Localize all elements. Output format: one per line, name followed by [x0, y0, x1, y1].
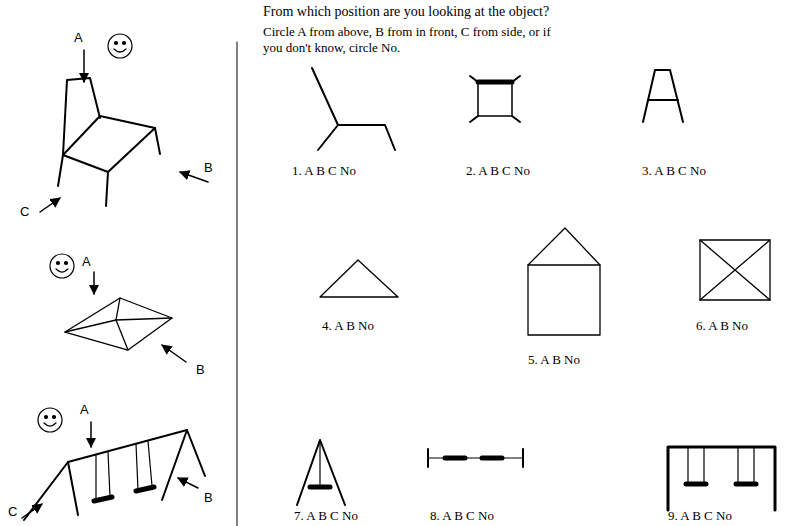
view-arrow [40, 198, 60, 212]
chair-illustration [58, 78, 160, 206]
divider-line [237, 42, 238, 526]
view-letter: B [196, 362, 205, 378]
smiley-face [50, 254, 74, 278]
answer-choices: 7. A B C No [294, 508, 358, 524]
pyramid-top-view [700, 240, 770, 300]
view-letter: C [8, 504, 17, 520]
view-arrow [93, 272, 95, 294]
worksheet-title: From which position are you looking at t… [263, 4, 549, 21]
swing-top-view [428, 449, 523, 467]
view-letter: A [80, 402, 89, 418]
chair-top-view [470, 76, 520, 122]
answer-choices: 9. A B C No [668, 508, 732, 524]
answer-choices: 1. A B C No [292, 163, 356, 179]
chair-front-view [643, 70, 683, 122]
chair-side-view [312, 68, 395, 150]
view-letter: A [74, 30, 83, 46]
view-arrow [162, 345, 186, 362]
house-view [528, 228, 600, 335]
answer-choices: 2. A B C No [466, 163, 530, 179]
view-arrow [178, 478, 198, 488]
view-arrow [180, 172, 208, 182]
view-letter: A [82, 254, 91, 270]
pyramid-illustration [65, 298, 172, 350]
smiley-face [108, 34, 132, 58]
pyramid-front-view [320, 260, 398, 297]
answer-choices: 6. A B No [696, 318, 748, 334]
view-letter: B [204, 160, 213, 176]
answer-choices: 8. A B C No [430, 508, 494, 524]
answer-choices: 5. A B No [528, 352, 580, 368]
view-letter: C [20, 204, 29, 220]
instruction-text: Circle A from above, B from in front, C … [263, 24, 568, 55]
view-arrow [90, 422, 92, 447]
swing-illustration [24, 430, 205, 520]
swing-side-view [297, 440, 345, 505]
smiley-face [38, 408, 62, 432]
view-letter: B [204, 490, 213, 506]
answer-choices: 4. A B No [322, 318, 374, 334]
view-arrow [22, 504, 42, 518]
answer-choices: 3. A B C No [642, 163, 706, 179]
swing-front-view [668, 447, 775, 510]
view-arrow [83, 50, 85, 82]
